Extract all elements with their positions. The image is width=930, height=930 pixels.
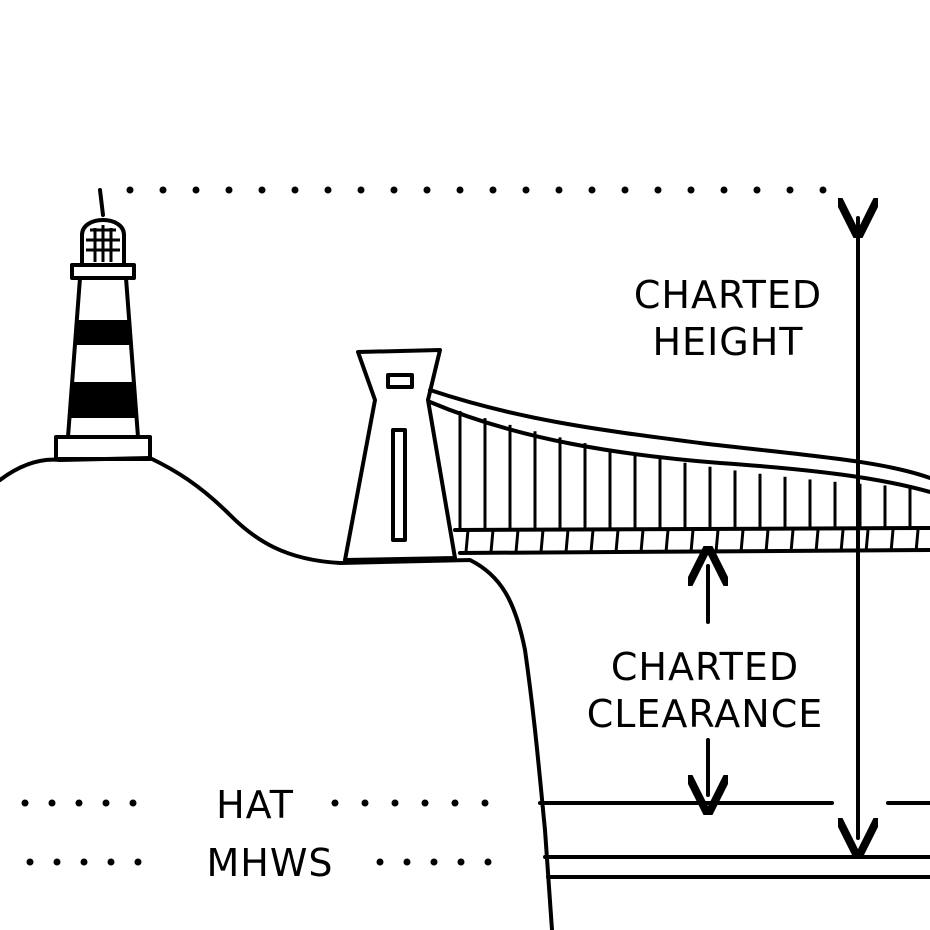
bridge-deck-tick: [739, 529, 745, 553]
charted-height-label-line2: HEIGHT: [652, 320, 803, 364]
bridge-deck-tick: [839, 529, 845, 553]
bridge-deck-tick: [789, 529, 795, 553]
bridge-deck-tick: [464, 529, 470, 553]
bridge-deck-tick: [814, 529, 820, 553]
bridge-deck-tick: [514, 529, 520, 553]
charted-clearance-label-line2: CLEARANCE: [587, 692, 824, 736]
bridge-deck-tick: [639, 529, 645, 553]
hill-outline: [0, 456, 554, 930]
bridge-deck-tick: [914, 529, 920, 553]
bridge-deck-tick: [764, 529, 770, 553]
bridge-deck-tick: [564, 529, 570, 553]
bridge-tower: [343, 348, 457, 562]
bridge-deck-tick: [864, 529, 870, 553]
bridge-deck-tick: [714, 529, 720, 553]
bridge-span: [428, 388, 930, 555]
hat-label: HAT: [216, 783, 294, 827]
bridge-deck-tick: [614, 529, 620, 553]
lighthouse: [54, 188, 152, 461]
bridge-deck-tick: [664, 529, 670, 553]
charted-height-label-line1: CHARTED: [634, 273, 822, 317]
mhws-label: MHWS: [206, 841, 333, 885]
bridge-deck-tick: [539, 529, 545, 553]
bridge-deck-tick: [689, 529, 695, 553]
bridge-deck-tick: [889, 529, 895, 553]
bridge-deck-tick: [589, 529, 595, 553]
bridge-deck-tick: [489, 529, 495, 553]
charted-clearance-label-line1: CHARTED: [611, 645, 799, 689]
